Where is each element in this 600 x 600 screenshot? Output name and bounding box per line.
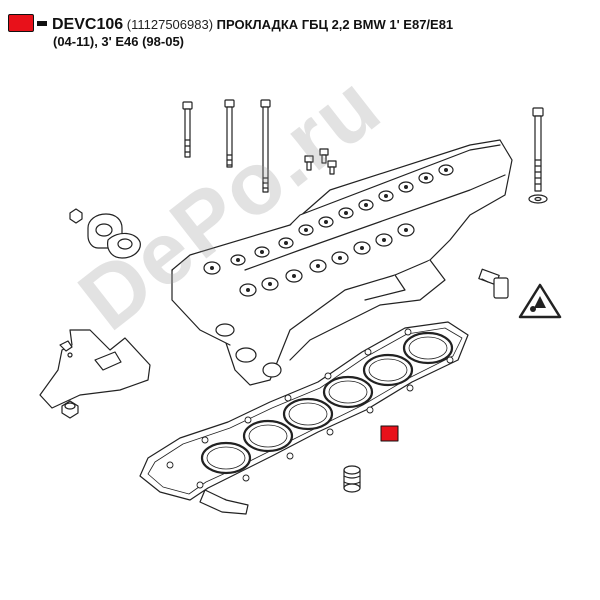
gasket-highlight-marker	[380, 425, 399, 442]
dowel-sleeve	[343, 465, 361, 493]
cylinder-head-assembly	[171, 139, 513, 386]
cylinder-head-gasket	[139, 321, 469, 515]
part-code: DEVC106	[52, 16, 124, 33]
head-bolt	[260, 99, 271, 193]
flange-part	[69, 208, 141, 259]
temperature-sensor	[478, 268, 509, 299]
dash-icon	[37, 21, 47, 26]
part-description: ПРОКЛАДКА ГБЦ 2,2 BMW 1' E87/E81	[216, 17, 454, 32]
oem-number: (11127506983)	[126, 17, 214, 32]
head-bolts	[182, 99, 548, 204]
red-marker-icon	[8, 14, 34, 32]
head-bolt	[182, 101, 193, 158]
mounting-bracket	[39, 329, 151, 409]
part-description-line2: (04-11), 3' E46 (98-05)	[53, 34, 184, 49]
part-header: DEVC106 (11127506983) ПРОКЛАДКА ГБЦ 2,2 …	[8, 14, 592, 50]
head-bolt	[224, 99, 235, 168]
bracket-bolt	[61, 400, 79, 419]
small-screws	[304, 148, 337, 175]
head-bolt	[528, 107, 548, 204]
warning-triangle-icon	[518, 283, 562, 319]
